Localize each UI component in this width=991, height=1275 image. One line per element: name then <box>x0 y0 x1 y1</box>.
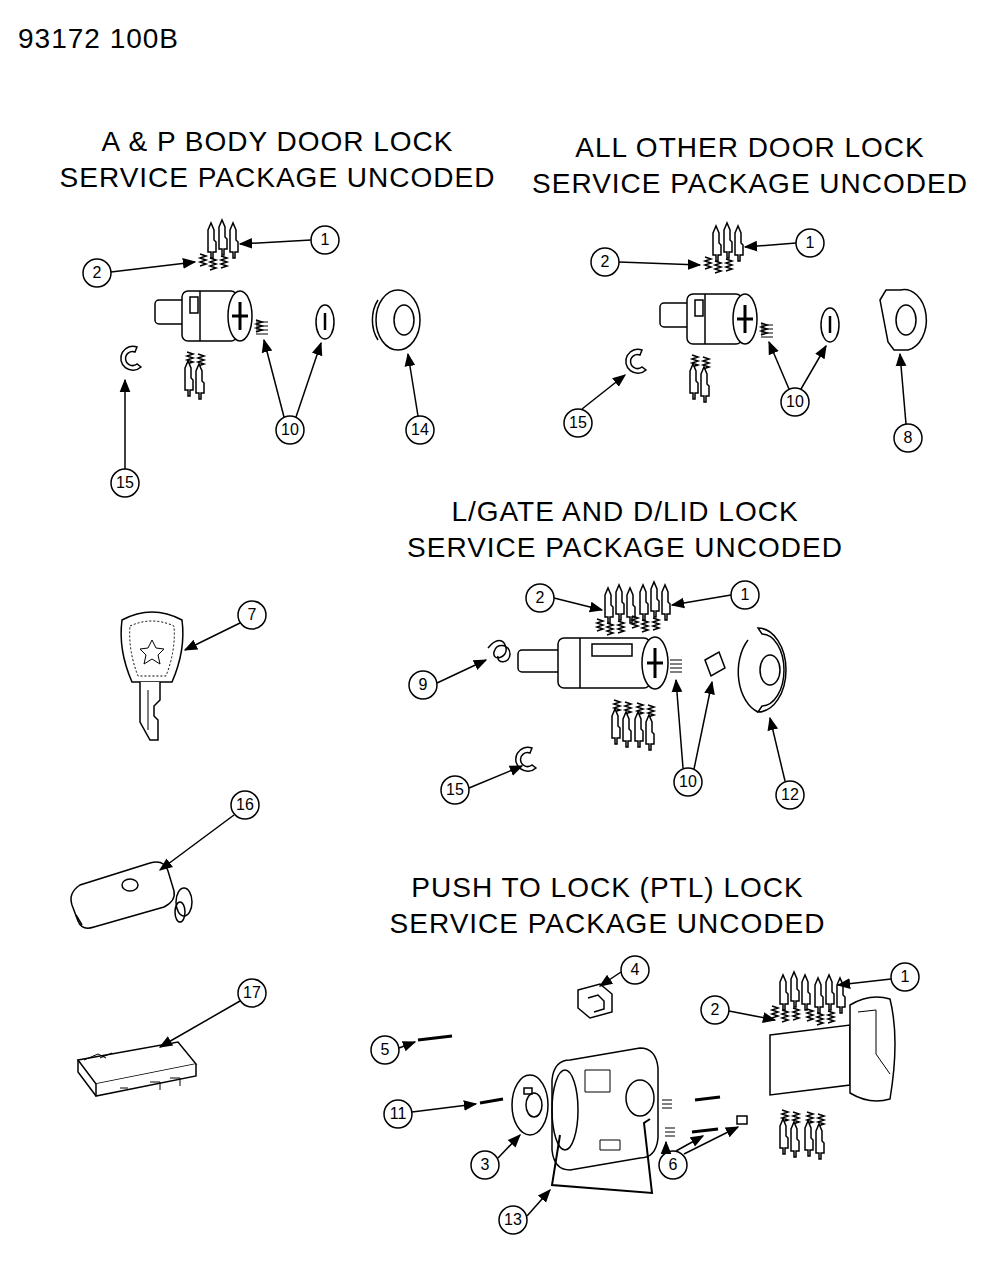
callout-number: 10 <box>781 388 809 416</box>
callout-number: 15 <box>564 409 592 437</box>
callout-number: 1 <box>731 581 759 609</box>
callout-number: 2 <box>701 996 729 1024</box>
callout-number: 7 <box>238 601 266 629</box>
section-heading: ALL OTHER DOOR LOCK SERVICE PACKAGE UNCO… <box>525 130 975 202</box>
callout-number: 1 <box>891 963 919 991</box>
callout-number: 10 <box>276 416 304 444</box>
callout-number: 1 <box>311 226 339 254</box>
callout-number: 13 <box>499 1206 527 1234</box>
section-heading: A & P BODY DOOR LOCK SERVICE PACKAGE UNC… <box>50 124 505 196</box>
figure-number: 93172 100B <box>18 22 179 56</box>
callout-number: 2 <box>83 259 111 287</box>
callout-number: 5 <box>371 1036 399 1064</box>
callout-number: 9 <box>409 671 437 699</box>
callout-number: 3 <box>471 1151 499 1179</box>
callout-number: 16 <box>231 791 259 819</box>
callout-number: 2 <box>591 248 619 276</box>
callout-number: 6 <box>659 1151 687 1179</box>
callout-number: 17 <box>238 979 266 1007</box>
callout-number: 8 <box>894 424 922 452</box>
section-heading: L/GATE AND D/LID LOCK SERVICE PACKAGE UN… <box>400 494 850 566</box>
callout-number: 1 <box>796 229 824 257</box>
callout-number: 4 <box>621 956 649 984</box>
callout-number: 2 <box>526 584 554 612</box>
callout-number: 11 <box>384 1100 412 1128</box>
callout-number: 10 <box>674 768 702 796</box>
callout-number: 15 <box>441 776 469 804</box>
callout-number: 12 <box>776 781 804 809</box>
section-heading: PUSH TO LOCK (PTL) LOCK SERVICE PACKAGE … <box>330 870 885 942</box>
callout-number: 15 <box>111 469 139 497</box>
callout-number: 14 <box>406 416 434 444</box>
